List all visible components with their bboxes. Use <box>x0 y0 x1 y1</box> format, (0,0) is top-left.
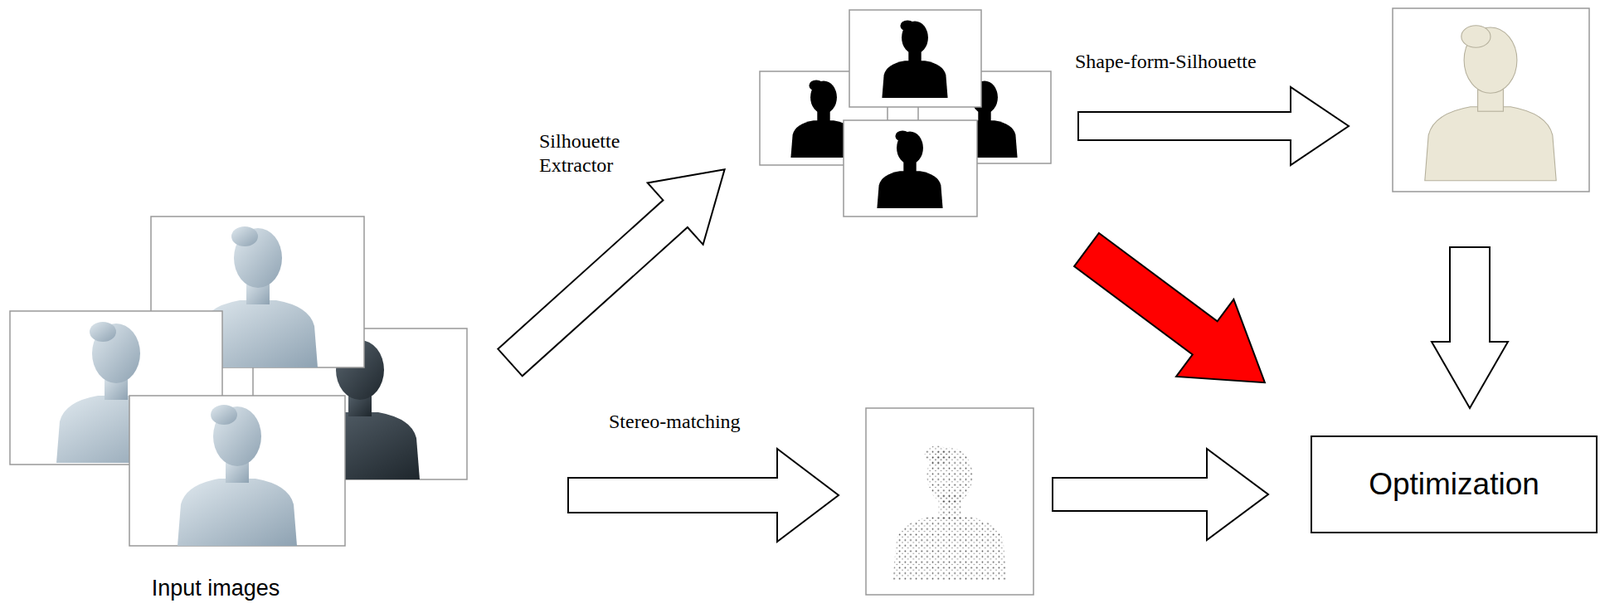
box-text: Optimization <box>1368 466 1540 502</box>
silhouette <box>876 130 943 209</box>
block-arrow <box>1052 448 1269 540</box>
point-cloud <box>893 446 1007 581</box>
process-box: Optimization <box>1310 435 1598 534</box>
block-arrow <box>482 138 754 394</box>
pointcloud-frame <box>865 408 1034 595</box>
silhouette-frame <box>849 9 982 107</box>
red-block-arrow <box>1057 210 1294 421</box>
block-arrow <box>568 448 839 542</box>
mesh-model <box>1424 25 1557 181</box>
silhouette-frame <box>843 120 978 217</box>
label-text: Silhouette Extractor <box>539 129 641 178</box>
block-arrow <box>1078 87 1349 166</box>
label-text: Stereo-matching <box>608 409 808 434</box>
label-text: Shape-form-Silhouette <box>1074 49 1324 74</box>
silhouette <box>881 19 948 98</box>
mesh-frame <box>1392 8 1590 192</box>
block-arrow <box>1431 247 1508 409</box>
statue-image <box>177 404 297 546</box>
label-text: Input images <box>107 574 324 602</box>
image-frame <box>129 395 346 546</box>
